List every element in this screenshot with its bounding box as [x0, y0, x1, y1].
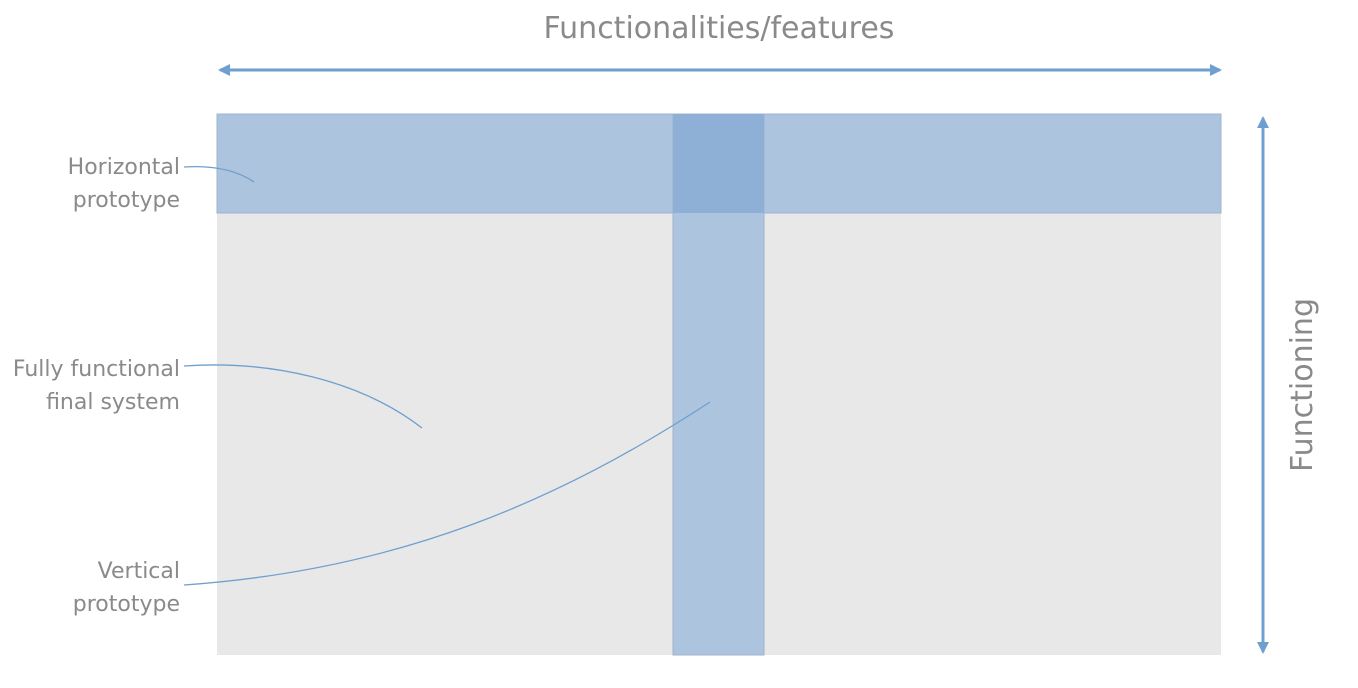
x-axis-title: Functionalities/features: [544, 11, 895, 46]
vertical-prototype-label-line2: prototype: [73, 592, 180, 617]
prototype-overlap: [673, 114, 764, 213]
horizontal-prototype-leader-line: [183, 165, 255, 183]
fully-functional-label-line2: final system: [46, 390, 180, 415]
vertical-prototype-label-line1: Vertical: [98, 559, 180, 584]
horizontal-prototype-label-line1: Horizontal: [68, 155, 180, 180]
fully-functional-leader-line: [183, 364, 423, 429]
vertical-prototype-leader-line: [183, 401, 711, 586]
y-axis-title: Functioning: [1285, 298, 1320, 472]
fully-functional-label-line1: Fully functional: [13, 357, 180, 382]
horizontal-prototype-label-line2: prototype: [73, 188, 180, 213]
